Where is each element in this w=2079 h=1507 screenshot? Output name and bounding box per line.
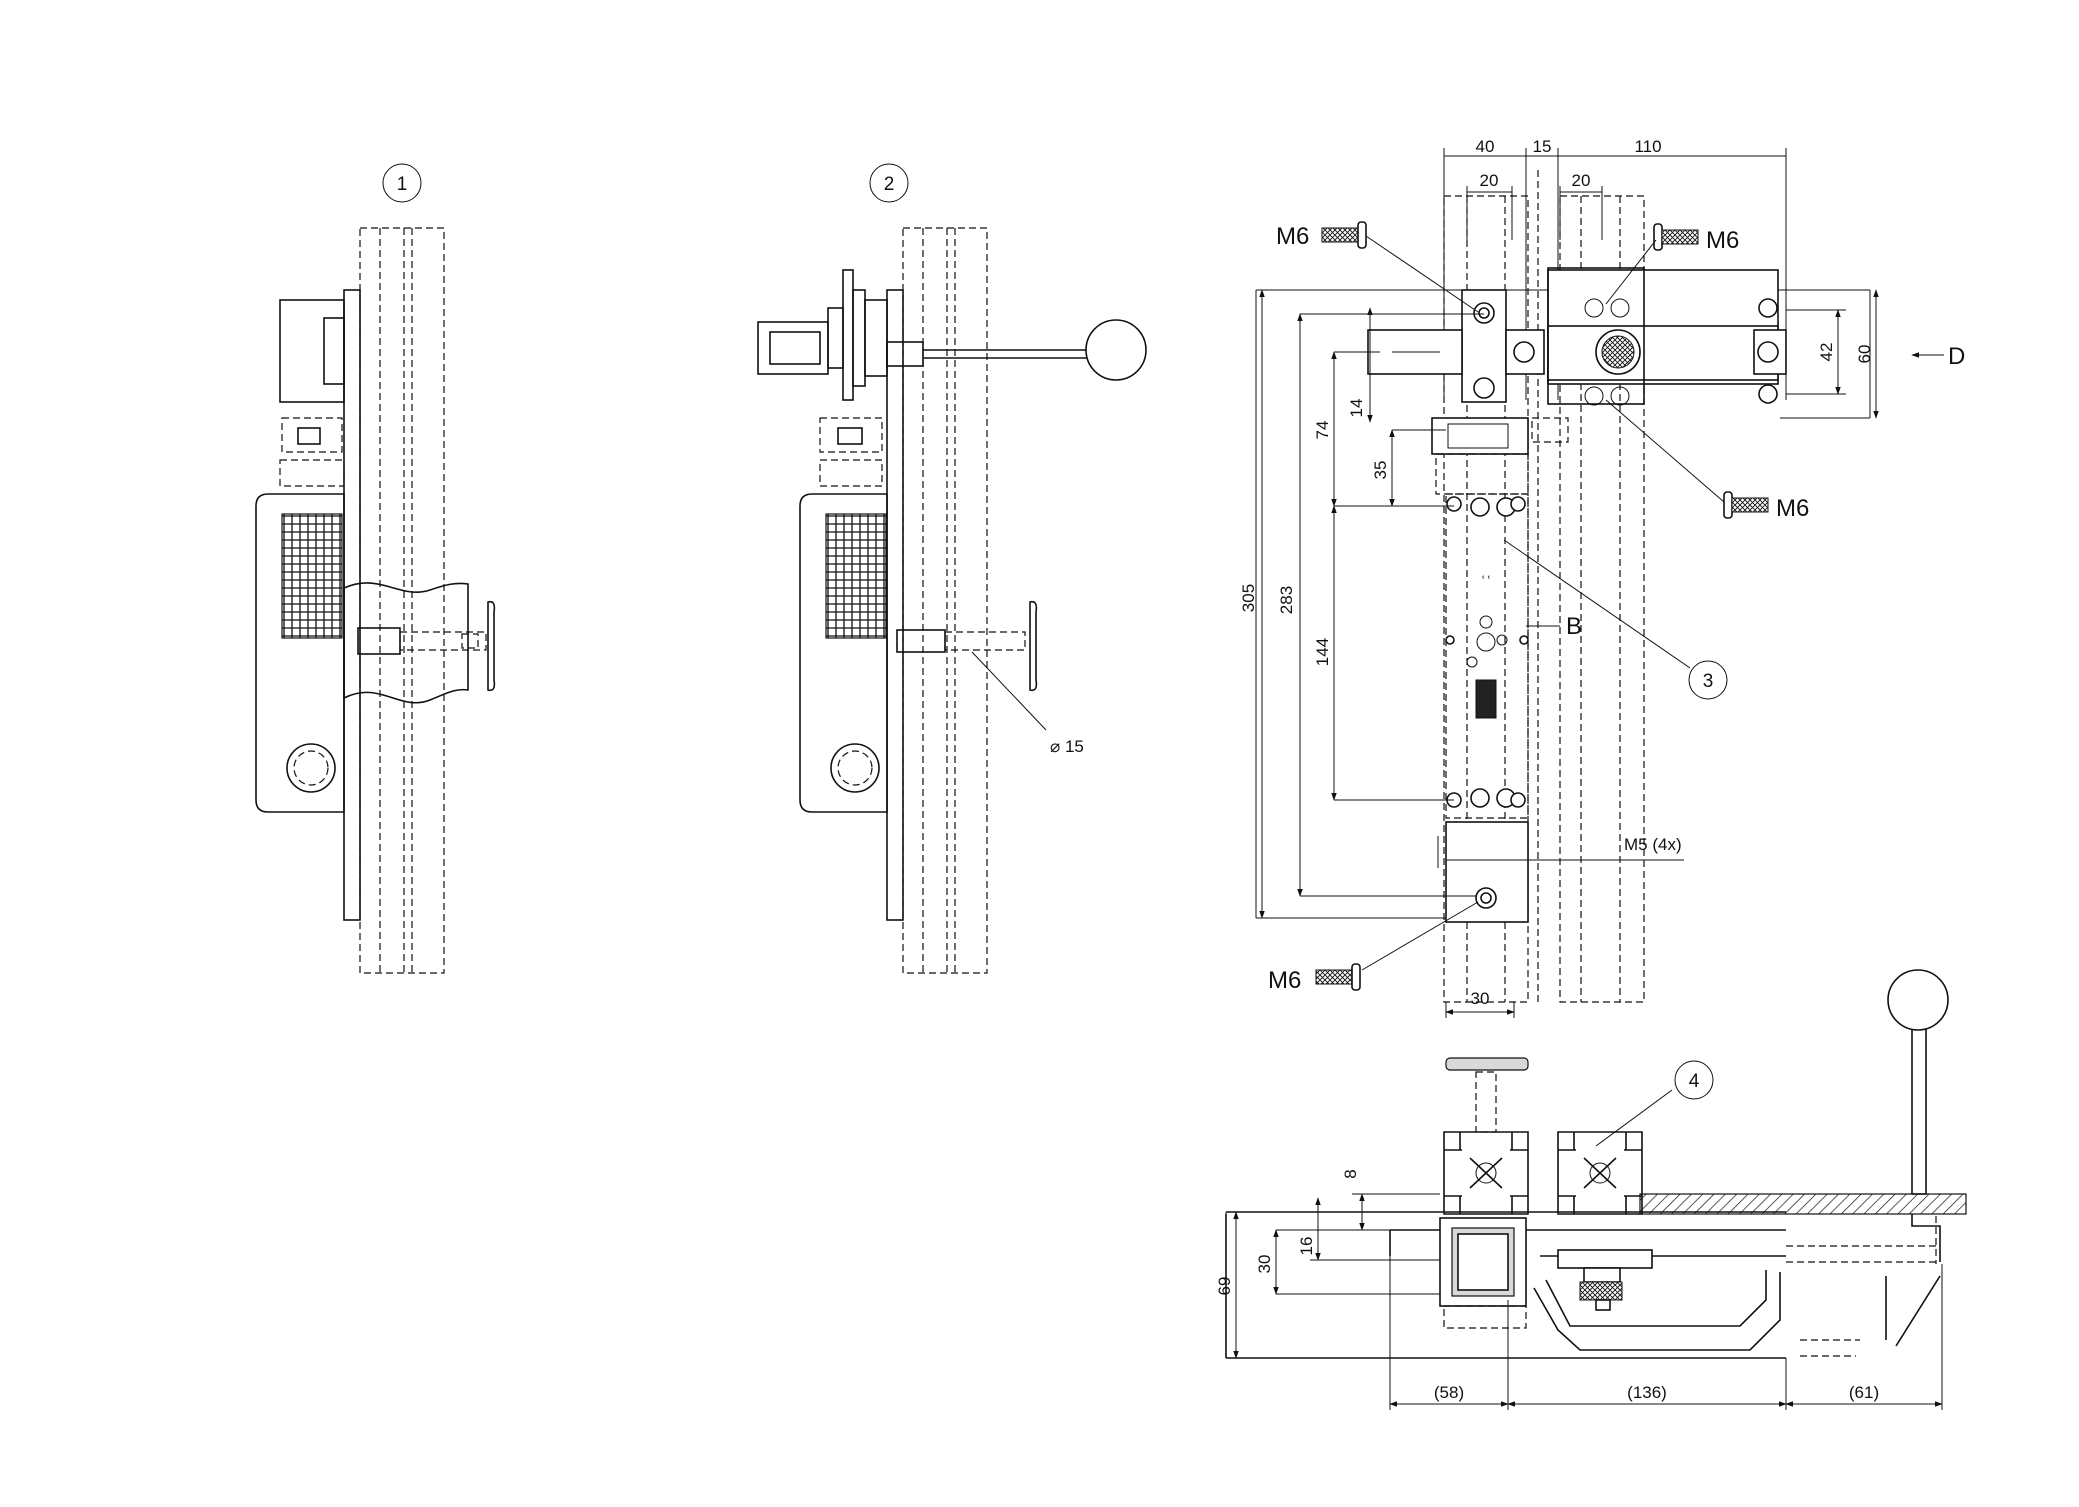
switch-body — [255, 493, 345, 813]
door-plate — [343, 289, 361, 921]
release-knob-top[interactable] — [1445, 1057, 1529, 1071]
dim-20b: 20 — [1572, 171, 1591, 190]
switch-body-front — [1445, 493, 1529, 819]
status-led — [1475, 679, 1497, 719]
view-1-side: 1 — [255, 163, 496, 974]
switch-body-2 — [799, 493, 888, 813]
dim-30: 30 — [1255, 1255, 1274, 1274]
svg-text:M6: M6 — [1276, 223, 1309, 250]
aluminium-profile — [359, 227, 445, 974]
dim-144: 144 — [1313, 638, 1332, 666]
switch-head-front — [1431, 417, 1529, 455]
door-plate-2 — [886, 289, 904, 921]
svg-text:ʿʿ: ʿʿ — [1480, 573, 1491, 592]
m6-screw-mid-right: M6 — [1605, 399, 1809, 522]
view-4-marker: 4 — [1689, 1071, 1700, 1092]
actuator-housing — [757, 321, 829, 375]
svg-text:M6: M6 — [1268, 967, 1301, 994]
grille — [281, 513, 343, 639]
handle-lever[interactable] — [1911, 1015, 1927, 1195]
handle-ball-top[interactable] — [1887, 969, 1949, 1031]
dim-283: 283 — [1277, 586, 1296, 614]
dim-69: 69 — [1215, 1277, 1234, 1296]
dim-20a: 20 — [1480, 171, 1499, 190]
actuator-section — [1557, 1249, 1653, 1269]
view-2-side: 2 ⌀ 15 — [757, 163, 1147, 974]
view-1-marker-circle — [382, 163, 422, 203]
frame-profile-right — [1559, 195, 1645, 1003]
dim-14: 14 — [1347, 399, 1366, 418]
dim-136: (136) — [1627, 1383, 1667, 1402]
profile-section-right — [1557, 1131, 1643, 1215]
handle-ball[interactable] — [1085, 319, 1147, 381]
m6-screw-top-left: M6 — [1276, 221, 1479, 313]
actuator-block — [279, 299, 345, 403]
view-4-marker-circle — [1674, 1060, 1714, 1100]
dia15-label: ⌀ 15 — [1050, 737, 1084, 756]
view-3-marker: 3 — [1703, 671, 1714, 692]
profile-break — [343, 582, 469, 704]
m6-screw-top-right: M6 — [1605, 223, 1739, 305]
dim-16: 16 — [1297, 1237, 1316, 1256]
dim-110: 110 — [1634, 137, 1661, 156]
escape-release-knob[interactable] — [487, 600, 496, 692]
view-1-marker: 1 — [397, 174, 408, 195]
escape-release-shaft — [357, 627, 401, 655]
dim-40: 40 — [1476, 137, 1495, 156]
view-b-label: B — [1566, 613, 1582, 640]
dim-61: (61) — [1849, 1383, 1879, 1402]
profile-section-left — [1443, 1131, 1529, 1215]
aluminium-profile-2 — [902, 227, 988, 974]
view-4-top: 69 30 16 8 (58) (136) (61) 4 — [1215, 969, 1967, 1410]
dim-42: 42 — [1817, 343, 1836, 362]
dim-58: (58) — [1434, 1383, 1464, 1402]
svg-text:M6: M6 — [1776, 495, 1809, 522]
dim-305: 305 — [1239, 584, 1258, 612]
dim-30-top: 30 — [1471, 989, 1490, 1008]
m5-label: M5 (4x) — [1624, 835, 1682, 854]
svg-text:M6: M6 — [1706, 227, 1739, 254]
dim-74: 74 — [1313, 421, 1332, 440]
view-2-marker: 2 — [884, 174, 895, 195]
dim-60: 60 — [1855, 345, 1874, 364]
dim-8: 8 — [1341, 1169, 1360, 1178]
view-d-label: D — [1948, 343, 1965, 370]
m6-screw-bottom-left: M6 — [1268, 901, 1479, 994]
floor-hatch — [1639, 1193, 1967, 1215]
dim-35: 35 — [1371, 461, 1390, 480]
dim-15: 15 — [1533, 137, 1552, 156]
view-3-marker-circle — [1688, 660, 1728, 700]
view-2-marker-circle — [869, 163, 909, 203]
switch-head — [281, 417, 343, 453]
view-3-front: 40 15 110 20 20 — [1239, 137, 1965, 1018]
